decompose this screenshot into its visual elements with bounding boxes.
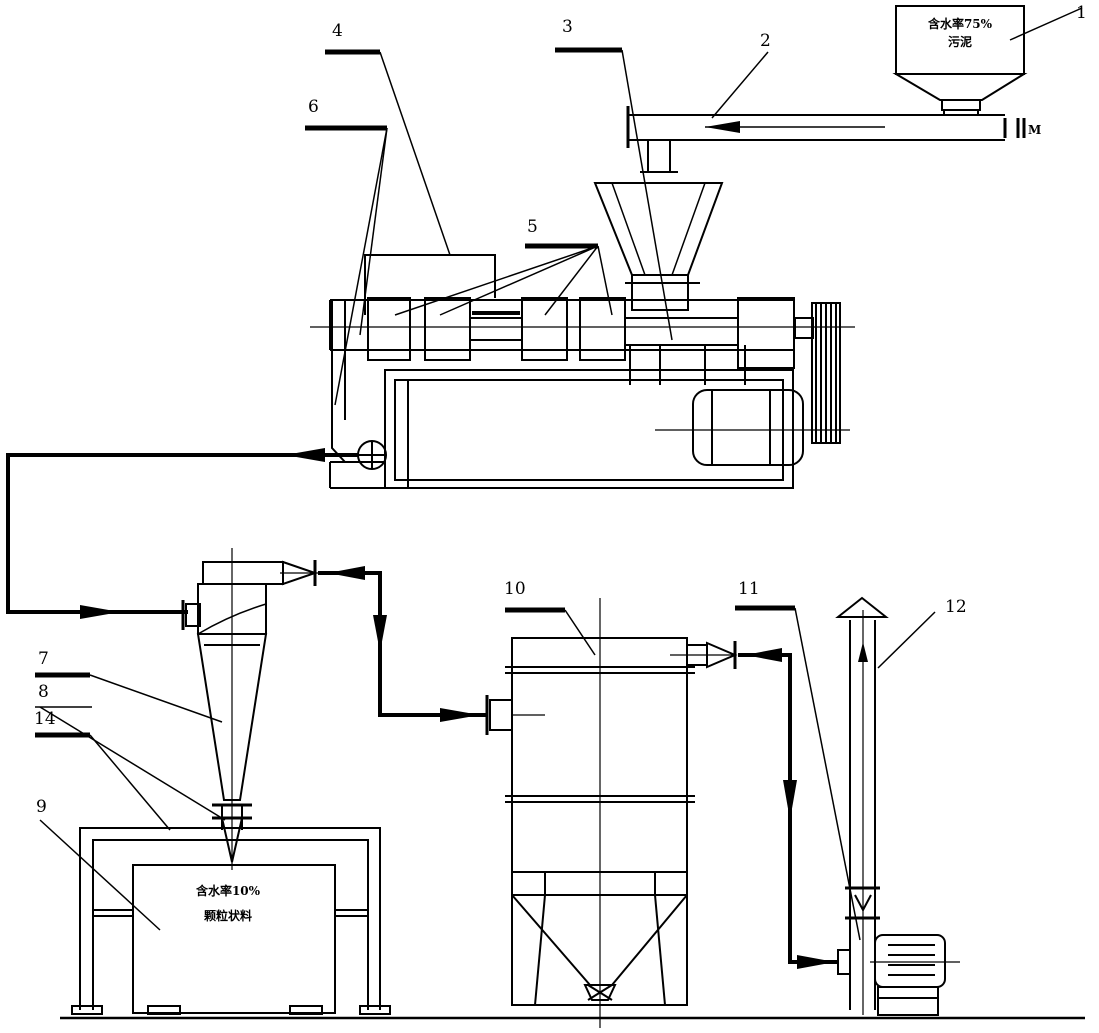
label-4: 4 — [332, 21, 343, 41]
leader-bars — [35, 47, 795, 738]
motor-symbol: M — [1028, 123, 1041, 137]
bag-filter — [485, 598, 738, 1028]
product-bin: 含水率10% 颗粒状料 — [71, 827, 391, 1015]
conveying-pipe-filter-to-fan — [738, 648, 838, 969]
label-3: 3 — [562, 17, 573, 37]
label-2: 2 — [760, 31, 771, 51]
bin-text-moisture: 含水率10% — [196, 883, 261, 898]
labels: 1 2 3 4 5 6 7 8 9 10 11 12 14 — [34, 3, 1087, 817]
cyclone-separator — [181, 548, 319, 870]
label-1: 1 — [1076, 3, 1087, 23]
label-5: 5 — [527, 217, 538, 237]
bin-text-granular: 颗粒状料 — [204, 908, 252, 923]
conveying-pipe-dryer-to-cyclone — [6, 448, 358, 619]
label-8: 8 — [38, 682, 49, 702]
hopper-text-moisture: 含水率75% — [928, 16, 993, 31]
sludge-hopper: 含水率75% 污泥 — [892, 5, 1028, 111]
conveying-pipe-cyclone-to-filter — [318, 566, 488, 722]
label-12: 12 — [945, 597, 967, 617]
leader-lines — [39, 7, 1083, 941]
exhaust-stack — [835, 596, 889, 1015]
screw-press-dryer — [310, 182, 855, 489]
label-6: 6 — [308, 97, 319, 117]
screw-feeder: M — [626, 106, 1041, 173]
label-11: 11 — [738, 579, 760, 599]
induced-draft-fan — [837, 934, 960, 1016]
label-14: 14 — [34, 709, 56, 729]
label-7: 7 — [38, 649, 49, 669]
label-9: 9 — [36, 797, 47, 817]
hopper-text-sludge: 污泥 — [948, 34, 972, 49]
label-10: 10 — [504, 579, 526, 599]
